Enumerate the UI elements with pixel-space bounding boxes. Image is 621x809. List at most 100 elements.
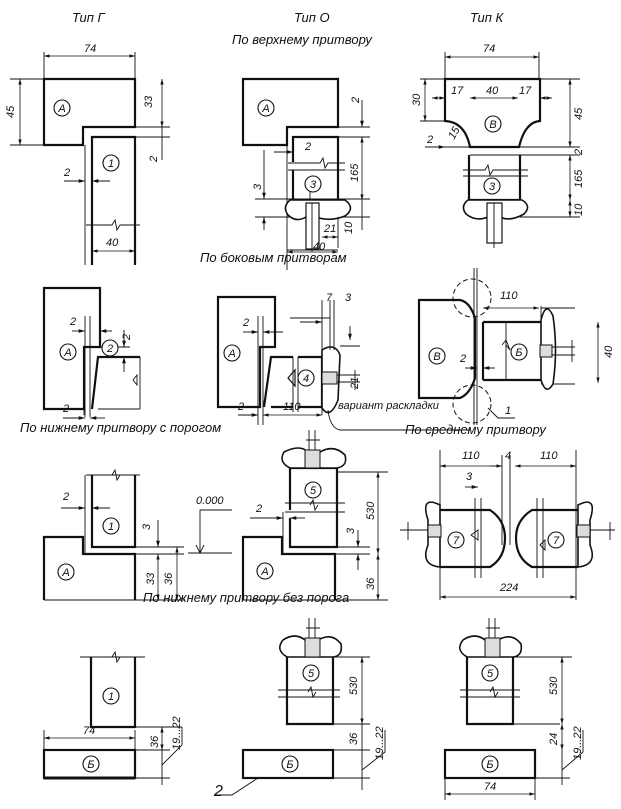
part-label: А <box>61 567 69 579</box>
part-label: А <box>227 348 235 360</box>
dim-label: 2 <box>148 156 160 163</box>
detail-no-threshold-left: 74 36 19...22 1 Б <box>42 650 183 785</box>
part-label: А <box>261 103 269 115</box>
dim-label: 3 <box>466 471 473 483</box>
dim-label: 40 <box>313 241 326 253</box>
detail-side-right: 110 2 40 1 В Б <box>417 268 615 425</box>
part-label: 1 <box>108 691 114 703</box>
dim-label: 21 <box>323 223 336 235</box>
dim-label: 2 <box>69 316 76 328</box>
part-label: 7 <box>453 535 460 547</box>
dim-label: 110 <box>540 450 558 462</box>
part-label: 1 <box>108 521 114 533</box>
dim-label: 2 <box>350 97 362 104</box>
part-marker <box>59 343 77 361</box>
detail-no-threshold-center: 530 36 19...22 2 5 Б <box>213 618 386 800</box>
section-title-middle: По среднему притвору <box>405 422 547 437</box>
elevation-label: 0.000 <box>196 495 224 507</box>
dim-label: 2 <box>459 353 466 365</box>
part-label: А <box>57 103 65 115</box>
part-marker <box>101 339 119 357</box>
dim-label: 36 <box>149 735 161 748</box>
dim-label: 4 <box>505 450 511 462</box>
part-label: А <box>63 347 71 359</box>
part-marker <box>304 175 322 193</box>
part-marker <box>547 531 565 549</box>
dim-label: 530 <box>348 676 360 695</box>
detail-threshold-center: 2 3 530 36 5 А <box>241 430 388 601</box>
detail-threshold-left: 2 3 33 36 0.000 1 А <box>42 468 232 601</box>
dim-label: 2 <box>63 167 70 179</box>
dim-label: 36 <box>348 732 360 745</box>
part-marker <box>102 517 120 535</box>
part-marker <box>102 154 120 172</box>
dim-label: 165 <box>573 169 585 188</box>
dim-label: 74 <box>83 725 95 737</box>
section-title-side: По боковым притворам <box>200 250 347 265</box>
dim-label: 17 <box>519 85 532 97</box>
detail-no-threshold-right: 530 24 19...22 74 5 Б <box>443 618 584 800</box>
section-title-bottom-no-threshold: По нижнему притвору без порога <box>143 590 349 605</box>
part-label: Б <box>87 759 94 771</box>
dim-label: 3 <box>252 183 264 190</box>
detail-top-type-o: 2 2 165 3 21 10 40 А 3 <box>241 77 370 270</box>
section-title-top: По верхнему притвору <box>232 32 373 47</box>
dim-label: 36 <box>365 577 377 590</box>
dim-label: 74 <box>484 781 496 793</box>
dim-label: 19...22 <box>572 726 584 760</box>
detail-top-type-g: 74 45 33 2 2 40 А 1 <box>5 43 170 265</box>
part-marker <box>484 115 502 133</box>
part-marker <box>53 99 71 117</box>
part-marker <box>483 177 501 195</box>
part-label: А <box>260 566 268 578</box>
part-label: Б <box>515 347 522 359</box>
dim-label: 1 <box>505 405 511 417</box>
part-marker <box>257 99 275 117</box>
dim-label: 2 <box>255 503 262 515</box>
section-title-bottom-threshold: По нижнему притвору с порогом <box>20 420 221 435</box>
part-marker <box>481 755 499 773</box>
header-type-g: Тип Г <box>72 10 106 25</box>
dim-label: 2 <box>237 401 244 413</box>
dim-label: 40 <box>486 85 499 97</box>
dim-label: 2 <box>304 141 311 153</box>
part-marker <box>223 344 241 362</box>
detail-middle-rebate: 110 4 110 3 224 7 7 <box>400 450 615 600</box>
callout-label: 2 <box>213 783 223 800</box>
dim-label: 74 <box>483 43 495 55</box>
part-marker <box>297 369 315 387</box>
dim-label: 33 <box>143 95 155 108</box>
part-label: 5 <box>310 485 317 497</box>
dim-label: 10 <box>343 221 355 234</box>
part-label: 1 <box>108 158 114 170</box>
detail-side-center: 7 3 2 2 110 21 вариант раскладки А 4 <box>216 292 470 431</box>
dim-label: 33 <box>145 572 157 585</box>
dim-label: 24 <box>548 733 560 746</box>
part-label: 2 <box>106 343 113 355</box>
part-marker <box>447 531 465 549</box>
header-type-k: Тип К <box>470 10 505 25</box>
part-marker <box>82 755 100 773</box>
dim-label: 2 <box>242 317 249 329</box>
part-marker <box>304 481 322 499</box>
part-marker <box>281 755 299 773</box>
dim-label: 21 <box>349 377 361 390</box>
dim-label: 224 <box>499 582 518 594</box>
dim-label: 530 <box>365 501 377 520</box>
dim-label: 110 <box>500 290 518 302</box>
part-marker <box>481 664 499 682</box>
dim-label: 30 <box>411 93 423 106</box>
dim-label: 40 <box>106 237 119 249</box>
header-type-o: Тип О <box>294 10 330 25</box>
layout-variant-label: вариант раскладки <box>338 400 439 412</box>
part-label: 5 <box>487 668 494 680</box>
dim-label: 110 <box>462 450 480 462</box>
dim-label: 165 <box>349 163 361 182</box>
dim-label: 10 <box>573 203 585 216</box>
part-label: 5 <box>308 668 315 680</box>
part-label: Б <box>486 759 493 771</box>
dim-label: 36 <box>163 572 175 585</box>
part-label: 3 <box>310 179 317 191</box>
part-label: В <box>433 351 440 363</box>
